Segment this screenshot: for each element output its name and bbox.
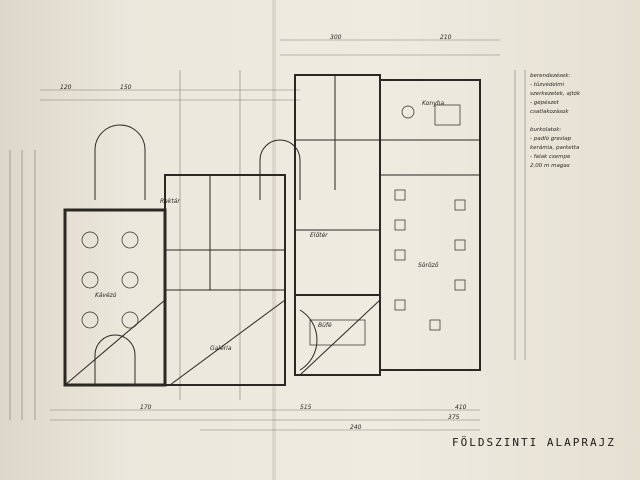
- note-line: 2,00 m magas: [530, 163, 570, 169]
- dimension-label: 150: [120, 84, 132, 91]
- dimension-lines: [9, 39, 526, 431]
- room-label: Büfé: [318, 322, 332, 329]
- dimension-label: 410: [455, 404, 467, 411]
- dimension-label: 515: [300, 404, 312, 411]
- note-line: - falak csempe: [530, 154, 571, 160]
- notes-block: berendezések: - tűzvédelmi szerkezetek, …: [530, 72, 640, 171]
- dimension-label: 300: [330, 34, 342, 41]
- room-label: Kávézó: [95, 292, 117, 299]
- dimension-label: 120: [60, 84, 72, 91]
- room-label: Előtér: [310, 232, 328, 239]
- note-line: - tűzvédelmi: [530, 82, 565, 88]
- room-label: Raktár: [160, 198, 180, 205]
- paper-fold: [272, 0, 276, 480]
- dimension-label: 210: [440, 34, 452, 41]
- walls: [63, 74, 481, 387]
- note-line: szerkezetek, ajtók: [530, 91, 581, 97]
- interior-partitions: [64, 75, 480, 386]
- room-label: Galéria: [210, 345, 232, 352]
- dimension-label: 240: [350, 424, 362, 431]
- furniture: [81, 104, 466, 346]
- note-line: berendezések:: [530, 73, 571, 79]
- dimension-label: 375: [448, 414, 460, 421]
- note-line: csatlakozások: [530, 109, 569, 115]
- note-line: - padló greslap: [530, 136, 572, 142]
- dimension-label: 170: [140, 404, 152, 411]
- note-line: - gépészet: [530, 100, 559, 106]
- room-label: Konyha: [422, 100, 445, 107]
- note-line: kerámia, parketta: [530, 145, 580, 151]
- note-line: burkolatok:: [530, 127, 562, 133]
- room-label: Söröző: [418, 262, 439, 269]
- drawing-title: FÖLDSZINTI ALAPRAJZ: [452, 436, 616, 449]
- stairs-arches: [94, 124, 318, 385]
